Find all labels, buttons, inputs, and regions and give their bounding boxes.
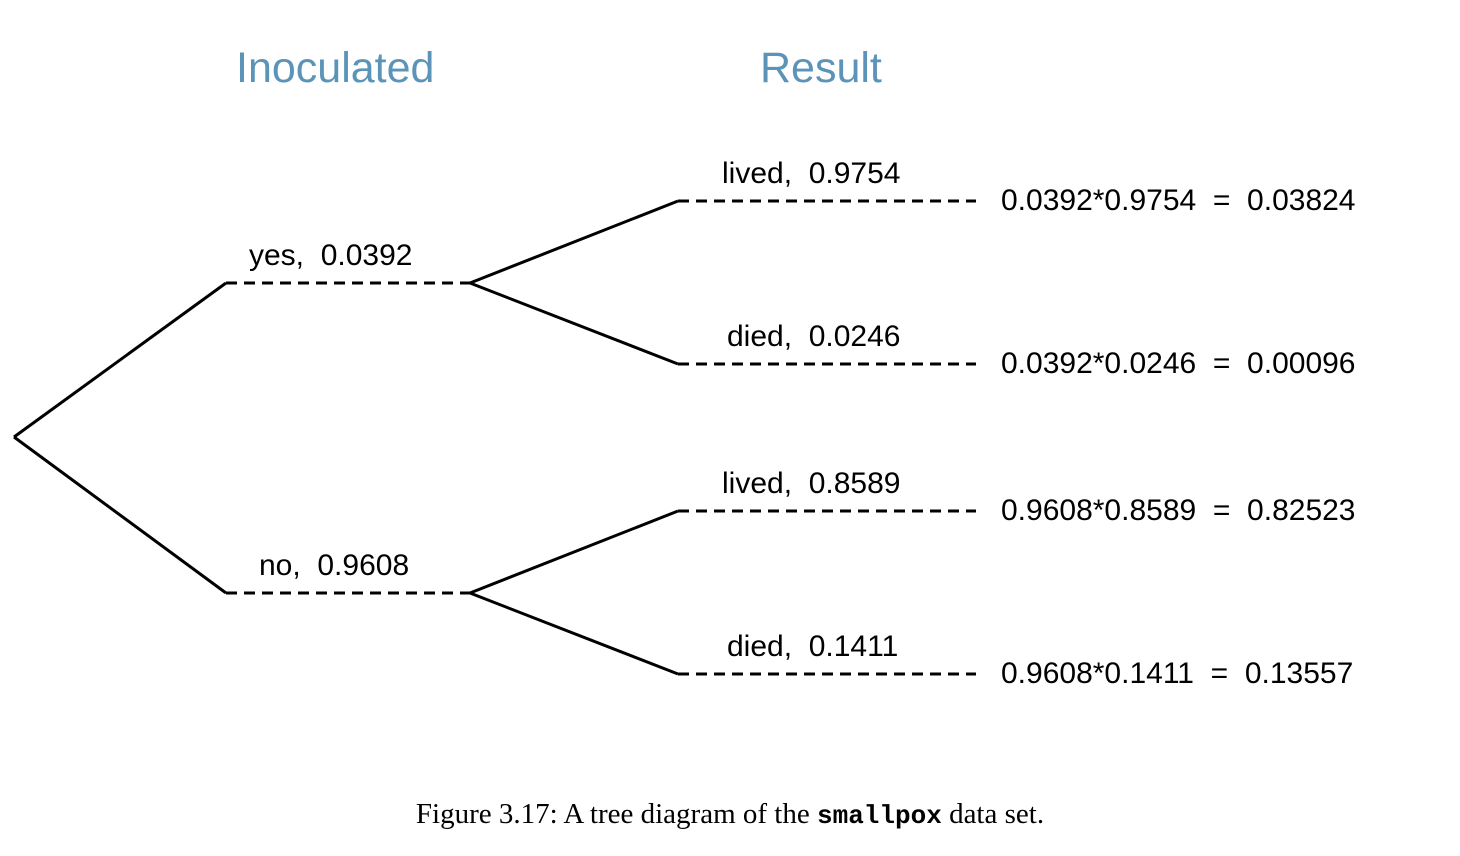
branch-label-yes: yes, 0.0392	[249, 239, 413, 272]
caption-dataset-name: smallpox	[816, 801, 942, 831]
edge-root-to-yes	[13, 281, 227, 439]
branch-label-no: no, 0.9608	[259, 549, 410, 582]
edge-yes-to-died	[469, 281, 679, 366]
branch-label-no-lived: lived, 0.8589	[722, 467, 901, 500]
edge-no-to-lived	[469, 509, 679, 595]
caption-prefix: Figure 3.17: A tree diagram of the	[415, 798, 817, 830]
result-value-no-died: 0.9608*0.1411 = 0.13557	[1001, 657, 1354, 690]
caption-suffix: data set.	[941, 798, 1045, 830]
result-value-no-lived: 0.9608*0.8589 = 0.82523	[1001, 494, 1356, 527]
column-header-inoculated: Inoculated	[236, 44, 435, 92]
branch-label-yes-lived: lived, 0.9754	[722, 157, 901, 190]
result-value-yes-lived: 0.0392*0.9754 = 0.03824	[1001, 184, 1356, 217]
branch-label-yes-died: died, 0.0246	[727, 320, 901, 353]
result-value-yes-died: 0.0392*0.0246 = 0.00096	[1001, 347, 1356, 380]
branch-label-no-died: died, 0.1411	[727, 630, 899, 663]
edge-root-to-no	[13, 435, 227, 595]
figure-caption: Figure 3.17: A tree diagram of the small…	[0, 798, 1460, 831]
edge-yes-to-lived	[469, 199, 679, 285]
edge-no-to-died	[469, 591, 679, 676]
column-header-result: Result	[760, 44, 882, 92]
